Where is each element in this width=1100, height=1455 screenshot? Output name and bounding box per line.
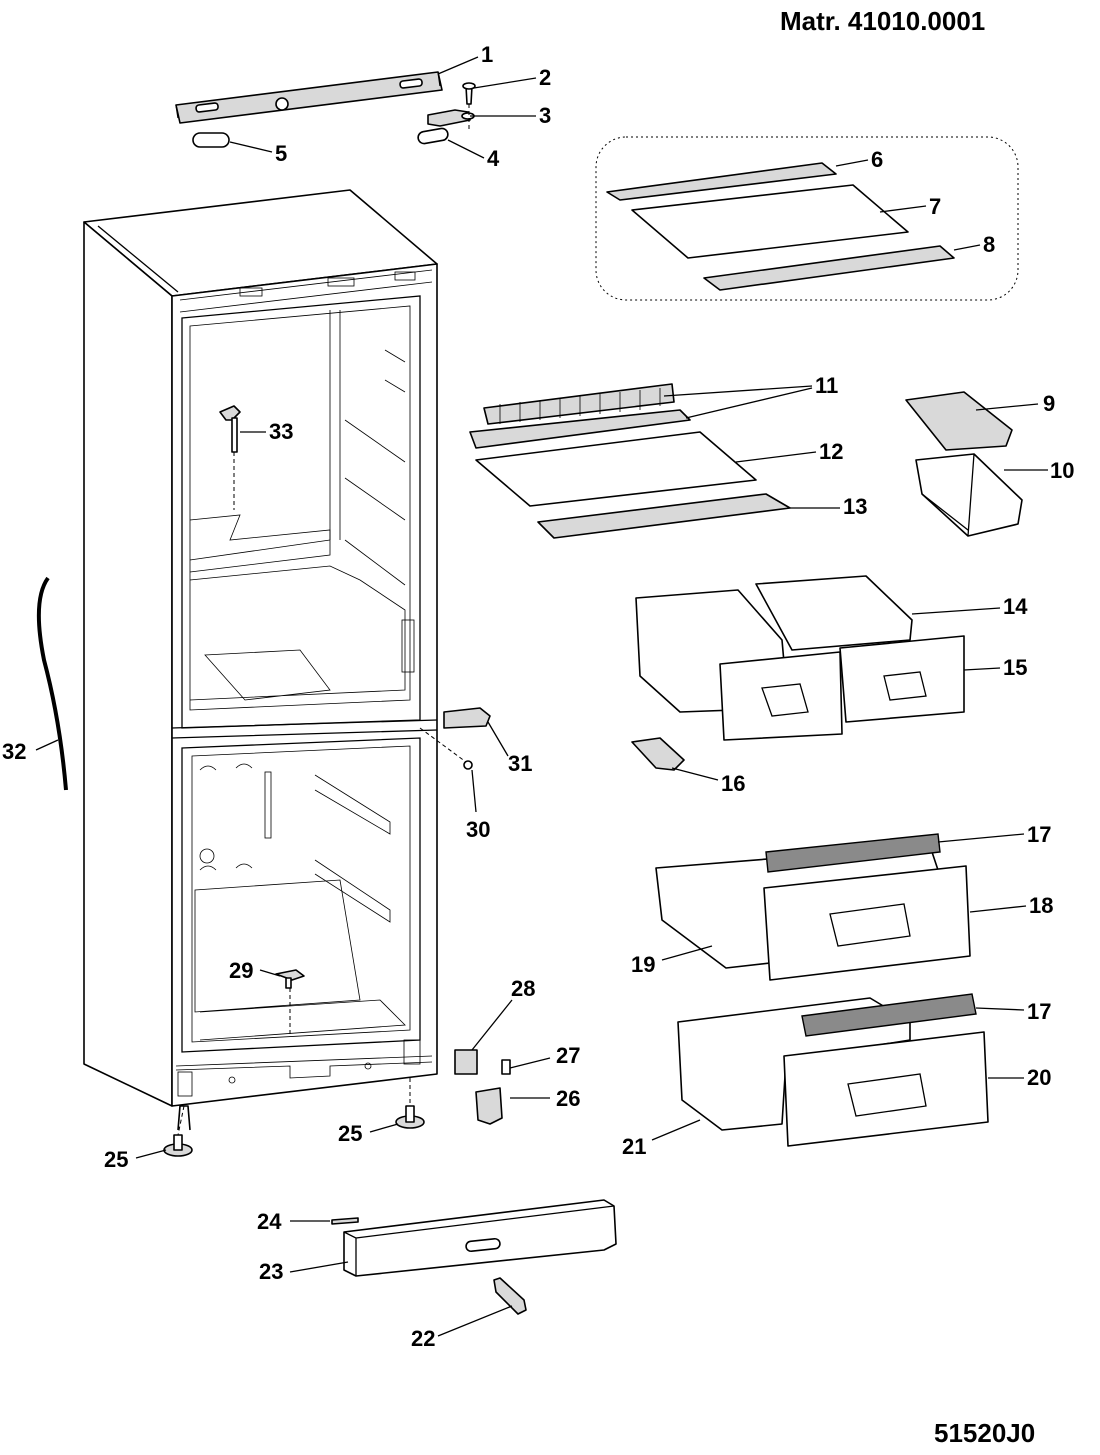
callout-21: 21 xyxy=(622,1134,646,1159)
part-freezer-drawer-upper xyxy=(655,833,971,981)
callout-13: 13 xyxy=(843,494,867,519)
callout-18: 18 xyxy=(1029,893,1053,918)
callout-6: 6 xyxy=(871,147,883,172)
material-number: Matr. 41010.0001 xyxy=(780,6,986,36)
callout-16: 16 xyxy=(721,771,745,796)
part-butter-box xyxy=(905,391,1023,537)
shelf-assembly-middle xyxy=(469,383,791,539)
callout-22: 22 xyxy=(411,1326,435,1351)
part-thermostat-knob xyxy=(219,405,241,510)
callout-24: 24 xyxy=(257,1209,282,1234)
part-door-seal xyxy=(36,576,68,791)
part-cap-4 xyxy=(417,127,449,145)
callout-17b: 17 xyxy=(1027,999,1051,1024)
refrigerator-cabinet xyxy=(83,189,438,1107)
callout-14: 14 xyxy=(1003,594,1028,619)
part-crisper-drawers xyxy=(635,575,965,741)
callout-20: 20 xyxy=(1027,1065,1051,1090)
callout-11: 11 xyxy=(815,373,838,398)
part-feet xyxy=(163,1078,425,1157)
callout-27: 27 xyxy=(556,1043,580,1068)
callout-2: 2 xyxy=(539,65,551,90)
callout-numbers: 1 2 3 4 5 6 7 8 9 10 11 12 13 14 15 16 1… xyxy=(2,42,1074,1351)
callout-3: 3 xyxy=(539,103,551,128)
callout-8: 8 xyxy=(983,232,995,257)
callout-5: 5 xyxy=(275,141,287,166)
part-freezer-drawer-lower xyxy=(677,993,989,1147)
part-top-hinge-bar xyxy=(175,71,443,124)
leader-lines xyxy=(35,56,1048,1337)
part-middle-hinge xyxy=(419,707,491,770)
callout-29: 29 xyxy=(229,958,253,983)
callout-31: 31 xyxy=(508,751,532,776)
callout-15: 15 xyxy=(1003,655,1027,680)
callout-10: 10 xyxy=(1050,458,1074,483)
callout-7: 7 xyxy=(929,194,941,219)
callout-12: 12 xyxy=(819,439,843,464)
drawing-code: 51520J0 xyxy=(934,1418,1036,1448)
callout-26: 26 xyxy=(556,1086,580,1111)
part-screw-and-hinge xyxy=(427,82,476,130)
part-cap-5 xyxy=(192,132,230,148)
part-freezer-knob xyxy=(275,969,305,1035)
callout-25a: 25 xyxy=(104,1147,128,1172)
callout-28: 28 xyxy=(511,976,535,1001)
callout-25b: 25 xyxy=(338,1121,362,1146)
callout-1: 1 xyxy=(481,42,493,67)
callout-4: 4 xyxy=(487,146,500,171)
part-bottle-holder xyxy=(631,737,685,771)
shelf-assembly-top xyxy=(595,136,1019,301)
callout-32: 32 xyxy=(2,739,26,764)
callout-33: 33 xyxy=(269,419,293,444)
callout-23: 23 xyxy=(259,1259,283,1284)
part-plinth xyxy=(331,1199,617,1315)
part-bottom-hinge xyxy=(454,1049,511,1125)
callout-9: 9 xyxy=(1043,391,1055,416)
callout-30: 30 xyxy=(466,817,490,842)
callout-19: 19 xyxy=(631,952,655,977)
callout-17a: 17 xyxy=(1027,822,1051,847)
